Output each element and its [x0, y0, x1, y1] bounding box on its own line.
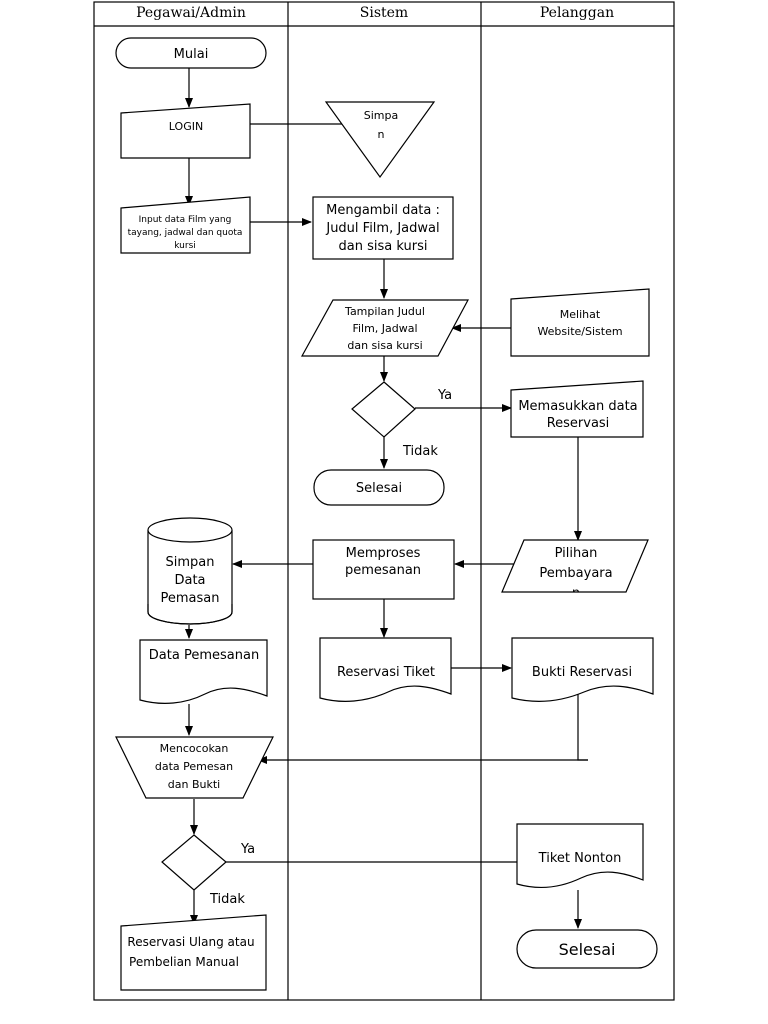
- data-pemesanan-label: Data Pemesanan: [149, 648, 259, 663]
- selesai-2-label: Selesai: [559, 940, 616, 959]
- lane-title-pelanggan: Pelanggan: [540, 5, 614, 21]
- mengambil-line-1: Mengambil data :: [326, 203, 440, 218]
- mencocokan-operation-node: Mencocokan data Pemesan dan Bukti: [115, 736, 274, 799]
- edge-label-tidak-1: Tidak: [402, 444, 438, 459]
- data-pemesanan-document: Data Pemesanan: [139, 639, 268, 704]
- database-line-1: Simpan: [166, 555, 215, 570]
- memasukkan-line-2: Reservasi: [547, 416, 610, 431]
- tiket-nonton-document: Tiket Nonton: [516, 823, 644, 888]
- reservasi-tiket-label: Reservasi Tiket: [337, 665, 435, 680]
- simpan-triangle-line-1: Simpa: [364, 109, 398, 122]
- decision-1: [351, 381, 416, 438]
- mencocokan-line-2: data Pemesan: [155, 760, 233, 773]
- decision-2: [161, 834, 227, 891]
- melihat-line-2: Website/Sistem: [537, 325, 622, 338]
- memproses-line-1: Memproses: [346, 546, 421, 561]
- memasukkan-line-1: Memasukkan data: [518, 399, 637, 414]
- end-terminator-1: Selesai: [313, 469, 445, 506]
- reservasi-ulang-line-2: Pembelian Manual: [129, 955, 239, 969]
- memasukkan-input-node: Memasukkan data Reservasi: [510, 380, 644, 438]
- pilihan-line-3: n: [572, 586, 580, 601]
- bukti-reservasi-label: Bukti Reservasi: [532, 665, 632, 680]
- pilihan-line-2: Pembayara: [539, 566, 612, 581]
- simpan-triangle-line-2: n: [378, 128, 385, 141]
- memproses-line-2: pemesanan: [345, 563, 421, 578]
- database-line-3: Pemasan: [161, 591, 220, 606]
- mengambil-process-node: Mengambil data : Judul Film, Jadwal dan …: [312, 196, 454, 260]
- database-cylinder: Simpan Data Pemasan: [147, 517, 233, 625]
- input-film-line-2: tayang, jadwal dan quota: [128, 228, 243, 238]
- pilihan-io-node: Pilihan Pembayara n: [501, 539, 649, 601]
- mencocokan-line-3: dan Bukti: [168, 778, 220, 791]
- end-terminator-2: Selesai: [516, 929, 658, 969]
- melihat-input-node: Melihat Website/Sistem: [510, 288, 650, 357]
- start-label: Mulai: [174, 47, 209, 62]
- login-label: LOGIN: [169, 120, 203, 133]
- melihat-line-1: Melihat: [560, 308, 601, 321]
- edge-label-tidak-2: Tidak: [209, 892, 245, 907]
- input-film-line-3: kursi: [174, 241, 196, 251]
- reservasi-ulang-input-node: Reservasi Ulang atau Pembelian Manual: [120, 914, 267, 991]
- selesai-1-label: Selesai: [356, 481, 402, 496]
- reservasi-ulang-line-1: Reservasi Ulang atau: [127, 935, 254, 949]
- edges: [185, 68, 588, 929]
- lane-title-admin: Pegawai/Admin: [136, 5, 246, 21]
- tampilan-io-node: Tampilan Judul Film, Jadwal dan sisa kur…: [300, 299, 470, 357]
- edge-label-ya-1: Ya: [437, 388, 452, 403]
- swimlane-frame: [93, 1, 675, 1001]
- database-line-2: Data: [174, 573, 205, 588]
- edge-label-ya-2: Ya: [240, 842, 255, 857]
- tampilan-line-2: Film, Jadwal: [352, 322, 417, 335]
- input-film-line-1: Input data Film yang: [139, 215, 232, 225]
- login-input-node: LOGIN: [120, 103, 251, 159]
- lane-title-sistem: Sistem: [360, 5, 408, 21]
- reservasi-tiket-document: Reservasi Tiket: [319, 637, 452, 702]
- tampilan-line-3: dan sisa kursi: [347, 339, 422, 352]
- memproses-process-node: Memproses pemesanan: [312, 539, 455, 600]
- mengambil-line-3: dan sisa kursi: [339, 239, 428, 254]
- edge-bukti-mencocokan: [577, 694, 588, 761]
- start-terminator: Mulai: [115, 37, 267, 69]
- mencocokan-line-1: Mencocokan: [160, 742, 229, 755]
- pilihan-line-1: Pilihan: [555, 546, 598, 561]
- tampilan-line-1: Tampilan Judul: [344, 305, 425, 318]
- input-film-node: Input data Film yang tayang, jadwal dan …: [120, 196, 251, 254]
- tiket-nonton-label: Tiket Nonton: [538, 851, 622, 866]
- bukti-reservasi-document: Bukti Reservasi: [511, 637, 654, 702]
- simpan-storage-triangle: Simpa n: [324, 101, 436, 179]
- mengambil-line-2: Judul Film, Jadwal: [325, 221, 439, 236]
